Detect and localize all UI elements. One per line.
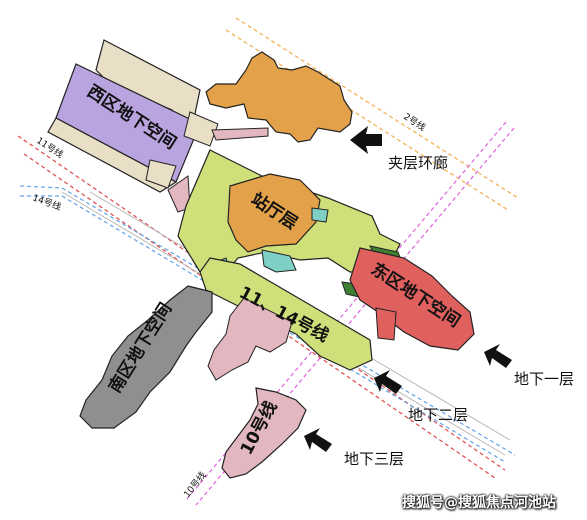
arrow-b2 <box>374 370 402 394</box>
watermark: 搜狐号@搜狐焦点河池站 <box>402 495 556 511</box>
level-b3-label: 地下三层 <box>344 450 404 468</box>
mezzanine-zone <box>205 51 353 143</box>
b2-pink-blocks <box>207 297 293 381</box>
west-zone <box>47 39 219 193</box>
line-10-track <box>185 121 515 506</box>
south-zone <box>79 285 213 429</box>
line-2-label: 2号线 <box>401 110 427 133</box>
arrow-b3 <box>304 428 332 452</box>
platform-10 <box>221 387 307 479</box>
level-mezzanine-label: 夹层环廊 <box>388 154 448 172</box>
platform-11-14 <box>199 257 373 371</box>
arrow-b1 <box>484 344 512 368</box>
line-10-label: 10号线 <box>181 469 209 500</box>
level-b1-label: 地下一层 <box>514 370 574 388</box>
east-zone <box>349 247 475 351</box>
arrow-mezzanine <box>350 126 382 154</box>
line-14-label: 14号线 <box>31 192 63 213</box>
level-b2-label: 地下二层 <box>408 406 468 424</box>
